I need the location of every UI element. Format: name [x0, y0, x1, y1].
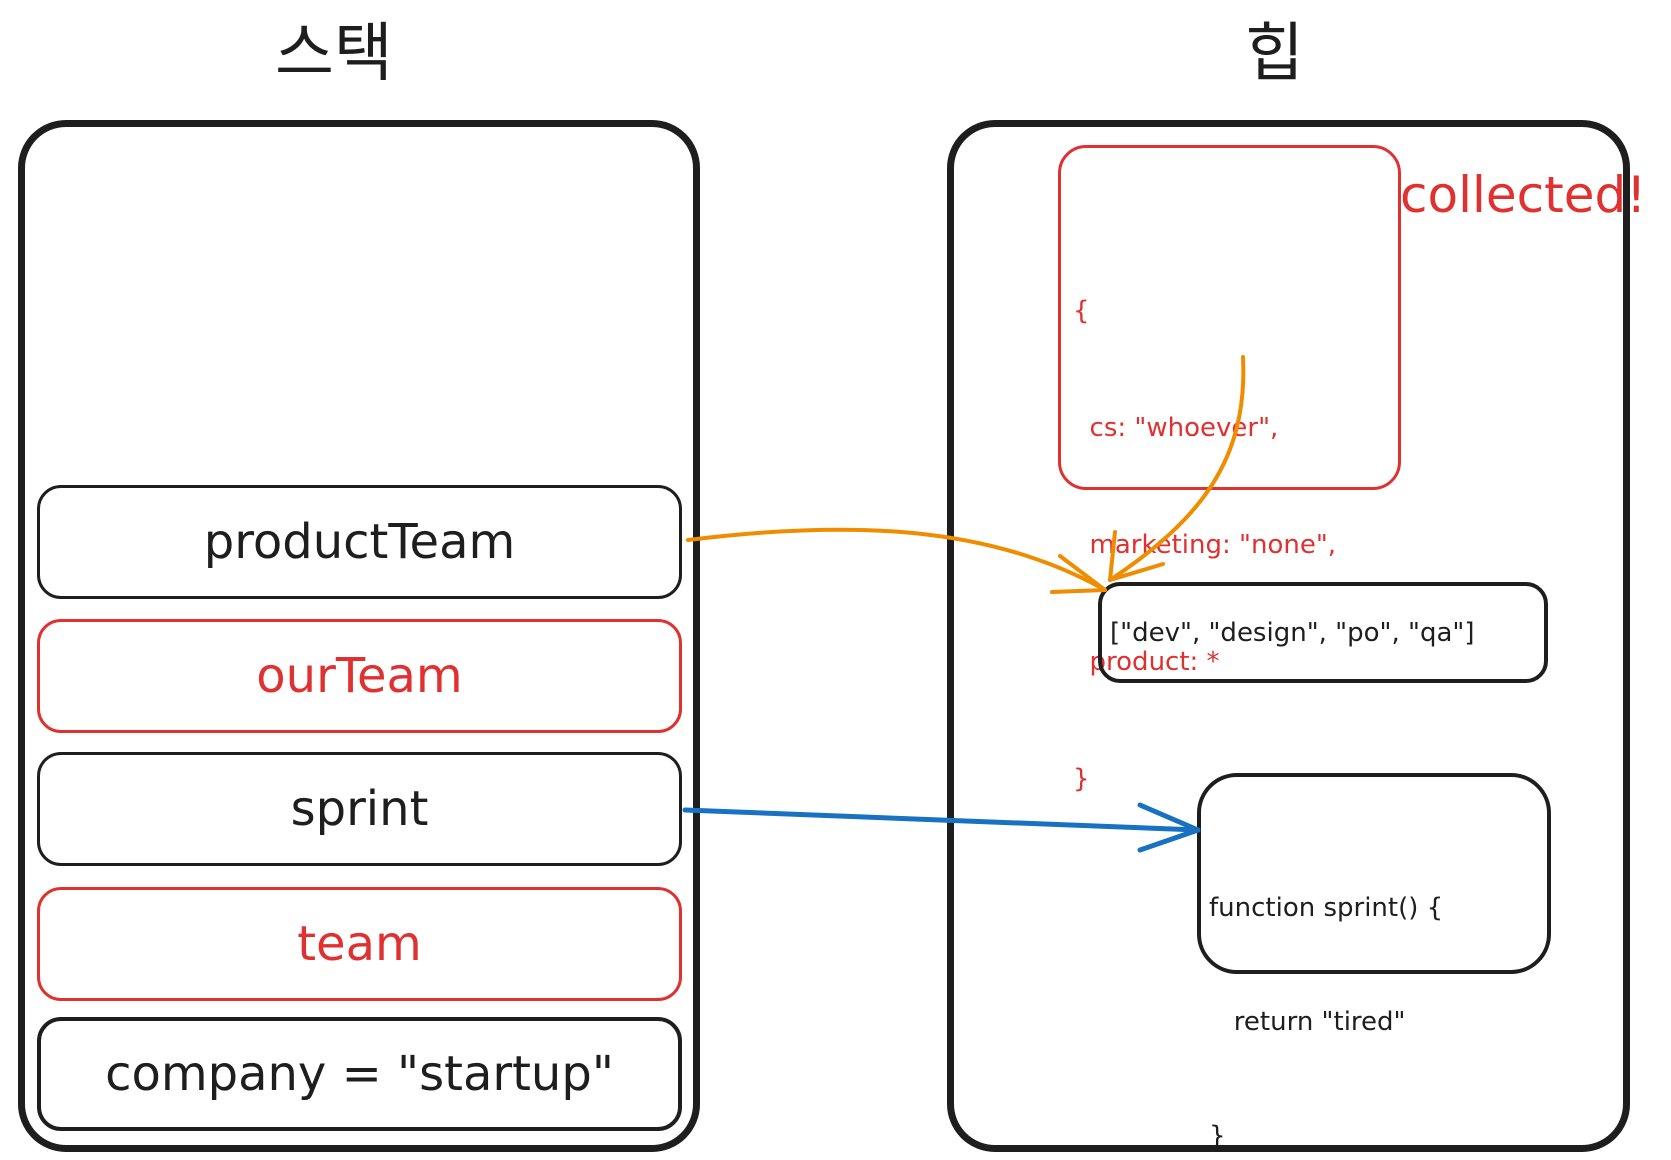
function-line: } — [1209, 1121, 1226, 1151]
stack-slot-ourteam: ourTeam — [37, 619, 682, 733]
stack-slot-company: company = "startup" — [37, 1017, 682, 1131]
stack-slot-productteam: productTeam — [37, 485, 682, 599]
heap-panel — [947, 120, 1630, 1152]
stack-slot-label: productTeam — [203, 514, 516, 570]
heap-title: 힙 — [1245, 17, 1304, 91]
stack-panel — [18, 120, 700, 1152]
stack-slot-team: team — [37, 887, 682, 1001]
function-line: return "tired" — [1209, 1007, 1406, 1037]
object-line: marketing: "none", — [1073, 530, 1337, 560]
function-object: function sprint() { return "tired" } — [1197, 773, 1551, 1151]
array-text: ["dev", "design", "po", "qa"] — [1110, 617, 1475, 648]
stack-title: 스택 — [275, 17, 393, 91]
object-line: cs: "whoever", — [1073, 413, 1279, 443]
object-line: { — [1073, 296, 1090, 326]
stack-slot-label: company = "startup" — [105, 1046, 614, 1102]
stack-slot-sprint: sprint — [37, 752, 682, 866]
collected-object: { cs: "whoever", marketing: "none", prod… — [1058, 145, 1401, 794]
array-object: ["dev", "design", "po", "qa"] — [1098, 582, 1548, 683]
stack-slot-label: team — [297, 916, 422, 972]
stack-slot-label: sprint — [290, 781, 429, 837]
object-line: } — [1073, 764, 1090, 794]
collected-label: collected! — [1400, 166, 1647, 224]
function-line: function sprint() { — [1209, 893, 1444, 923]
stack-slot-label: ourTeam — [256, 648, 463, 704]
